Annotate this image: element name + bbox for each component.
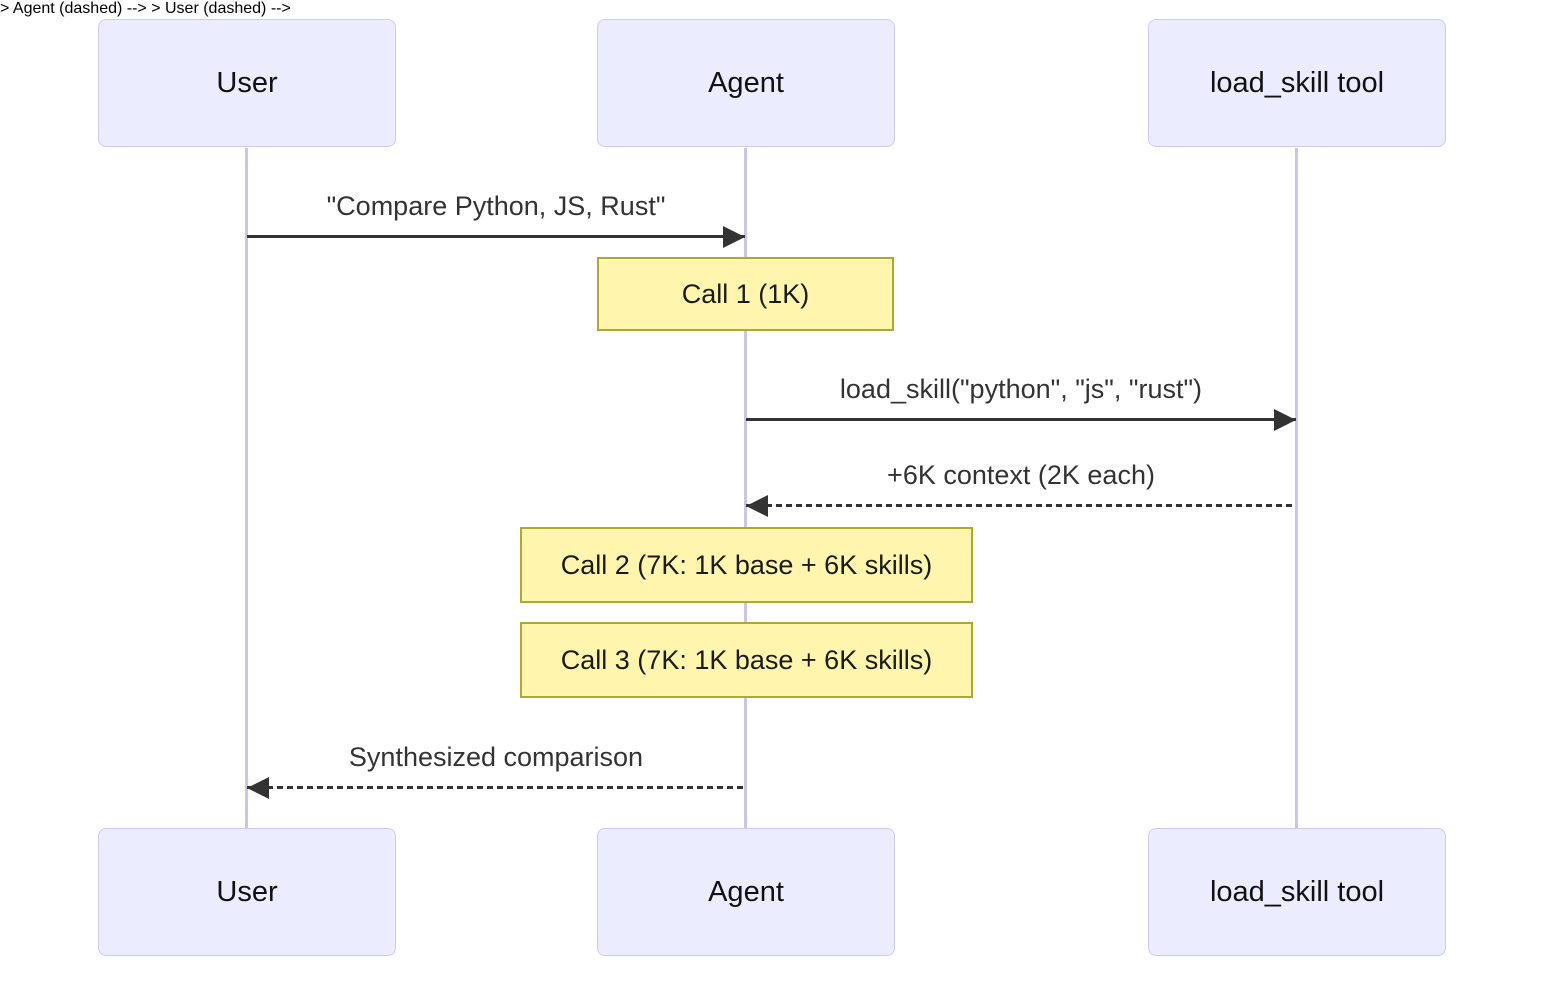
lifeline-load-skill-tool xyxy=(1295,148,1298,828)
actor-label-load-skill-tool: load_skill tool xyxy=(1209,875,1385,908)
note-call-3-text: Call 3 (7K: 1K base + 6K skills) xyxy=(560,644,933,675)
message-tool-to-agent-line xyxy=(746,504,1296,507)
message-agent-to-tool-label: load_skill("python", "js", "rust") xyxy=(839,374,1203,404)
arrowhead-left-icon xyxy=(746,495,768,517)
actor-bottom-user: User xyxy=(98,828,396,956)
arrowhead-right-icon xyxy=(723,226,745,248)
arrowhead-left-icon xyxy=(247,777,269,799)
note-call-1-text: Call 1 (1K) xyxy=(681,278,810,309)
message-agent-to-tool-line xyxy=(746,418,1296,421)
note-call-1: Call 1 (1K) xyxy=(597,257,894,331)
message-user-to-agent-label: "Compare Python, JS, Rust" xyxy=(326,191,666,221)
actor-label-user: User xyxy=(216,66,278,99)
actor-top-agent: Agent xyxy=(597,19,895,147)
actor-bottom-agent: Agent xyxy=(597,828,895,956)
actor-bottom-load-skill-tool: load_skill tool xyxy=(1148,828,1446,956)
actor-top-load-skill-tool: load_skill tool xyxy=(1148,19,1446,147)
message-tool-to-agent-label: +6K context (2K each) xyxy=(887,460,1155,490)
note-call-2-text: Call 2 (7K: 1K base + 6K skills) xyxy=(560,549,933,580)
actor-label-agent: Agent xyxy=(708,875,784,908)
note-call-3: Call 3 (7K: 1K base + 6K skills) xyxy=(520,622,973,698)
message-agent-to-user-label: Synthesized comparison xyxy=(348,742,644,772)
actor-label-agent: Agent xyxy=(708,66,784,99)
note-call-2: Call 2 (7K: 1K base + 6K skills) xyxy=(520,527,973,603)
actor-top-user: User xyxy=(98,19,396,147)
message-user-to-agent-line xyxy=(247,235,745,238)
actor-label-user: User xyxy=(216,875,278,908)
lifeline-user xyxy=(245,148,248,828)
message-agent-to-user-line xyxy=(247,786,745,789)
arrowhead-right-icon xyxy=(1274,409,1296,431)
actor-label-load-skill-tool: load_skill tool xyxy=(1209,66,1385,99)
lifeline-agent xyxy=(744,148,747,828)
